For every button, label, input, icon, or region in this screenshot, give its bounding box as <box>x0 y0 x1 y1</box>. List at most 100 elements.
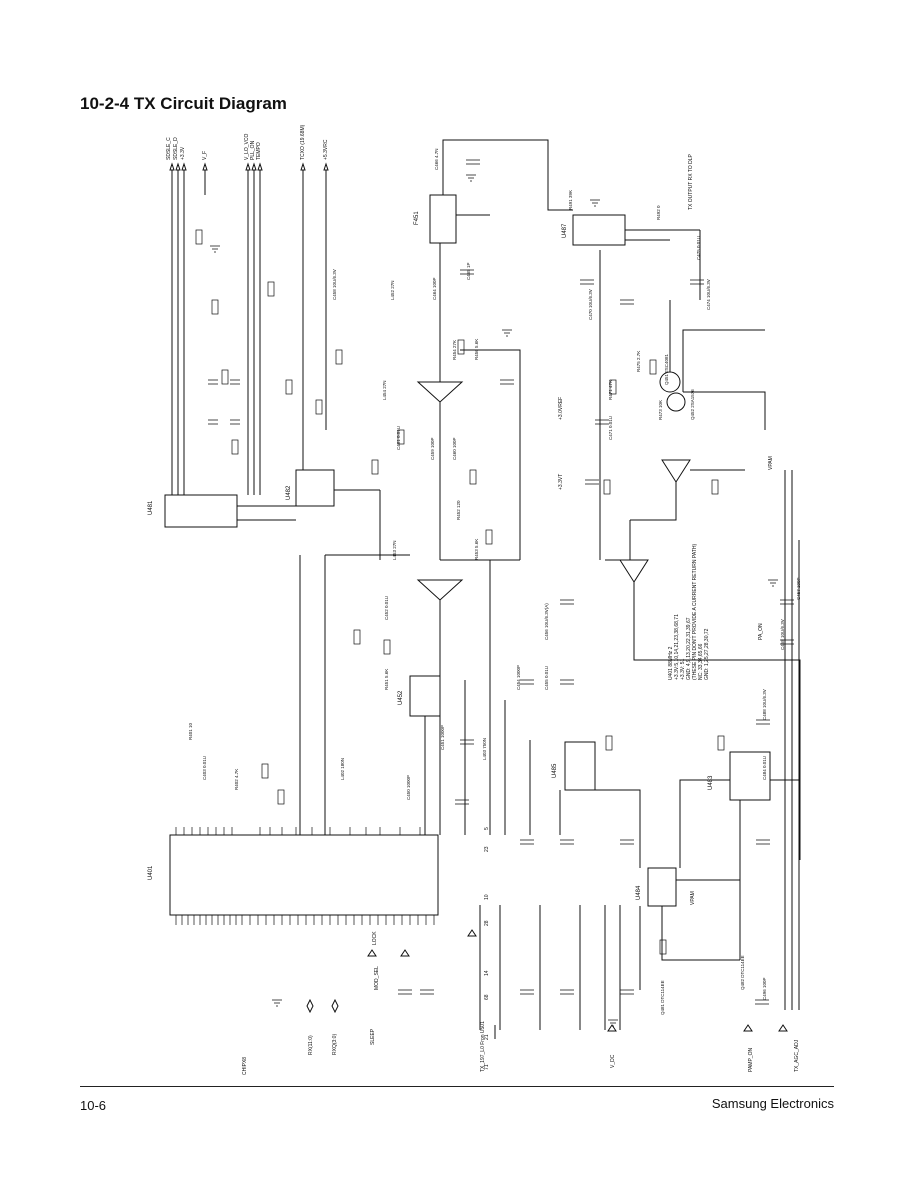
chip-u487 <box>572 214 626 246</box>
svg-text:R451 5.6K: R451 5.6K <box>384 669 389 690</box>
svg-text:SDSLE_D: SDSLE_D <box>173 137 179 160</box>
chip-u483 <box>729 751 771 801</box>
opamp-u486 <box>661 459 691 483</box>
page-title: 10-2-4 TX Circuit Diagram <box>80 94 287 113</box>
svg-text:U482: U482 <box>286 485 292 500</box>
svg-text:C403 0.01U: C403 0.01U <box>202 756 207 780</box>
amp-u451 <box>416 579 464 601</box>
svg-text:C455 0.01U: C455 0.01U <box>544 666 549 690</box>
svg-text:+3.3V: 51: +3.3V: 51 <box>680 658 686 680</box>
svg-text:RXQ(3:0): RXQ(3:0) <box>332 1034 338 1055</box>
bottom-connectors <box>306 929 788 1039</box>
svg-text:+5.3VRC: +5.3VRC <box>323 139 329 160</box>
svg-text:+3.3VT: +3.3VT <box>558 474 564 490</box>
svg-text:Q451 2SC4081: Q451 2SC4081 <box>664 353 669 385</box>
svg-text:V_DC: V_DC <box>610 1054 616 1068</box>
svg-text:14: 14 <box>484 970 490 976</box>
svg-text:U401 88MHz 2: U401 88MHz 2 <box>668 646 674 680</box>
power-notes: U401 88MHz 2 +3.3V:5,10,14,21,23,38,68,7… <box>668 544 710 680</box>
svg-text:23: 23 <box>484 846 490 852</box>
opamp-u4862 <box>619 559 649 583</box>
svg-text:R491 39K: R491 39K <box>568 190 573 210</box>
svg-text:SLEEP: SLEEP <box>370 1028 376 1045</box>
svg-text:R402 4.7K: R402 4.7K <box>234 769 239 790</box>
svg-text:U481: U481 <box>148 500 154 515</box>
svg-text:C496 100P: C496 100P <box>762 977 767 1000</box>
svg-text:(THESE PIN DON'T PROVIDE A CUR: (THESE PIN DON'T PROVIDE A CURRENT RETUR… <box>692 544 698 680</box>
svg-text:71: 71 <box>484 1064 490 1070</box>
component-labels: R401 10 C403 0.01U R402 4.7K C450 1000P … <box>188 148 801 1015</box>
svg-text:U483: U483 <box>708 775 714 790</box>
svg-text:68: 68 <box>484 994 490 1000</box>
svg-text:28: 28 <box>484 920 490 926</box>
svg-text:LOCK: LOCK <box>372 931 378 945</box>
svg-text:L452 27N: L452 27N <box>390 280 395 300</box>
svg-text:C450 1000P: C450 1000P <box>406 775 411 800</box>
svg-text:R456 5.6K: R456 5.6K <box>474 339 479 360</box>
wiring <box>237 139 801 1030</box>
svg-text:VPAM: VPAM <box>690 891 696 905</box>
svg-text:R452 120: R452 120 <box>456 500 461 520</box>
svg-text:V_LO_VCO: V_LO_VCO <box>244 133 250 160</box>
svg-text:TX_AGC_ADJ: TX_AGC_ADJ <box>794 1039 800 1072</box>
chip-u452 <box>409 675 441 717</box>
passive-components <box>195 229 725 955</box>
svg-text:C459 100P: C459 100P <box>430 437 435 460</box>
svg-text:C466 4.7N: C466 4.7N <box>434 148 439 170</box>
svg-text:C456 10U/6.3V(A): C456 10U/6.3V(A) <box>544 603 549 640</box>
capacitor-stacks <box>208 159 794 1005</box>
footer-divider <box>80 1086 834 1087</box>
svg-text:R492 0: R492 0 <box>656 205 661 220</box>
svg-text:NC: 33,34,65,66: NC: 33,34,65,66 <box>698 643 704 680</box>
svg-text:L453 27N: L453 27N <box>392 540 397 560</box>
svg-text:V_F: V_F <box>202 151 208 160</box>
svg-text:Q452 2SA1576: Q452 2SA1576 <box>690 389 695 420</box>
svg-text:L402 180N: L402 180N <box>340 758 345 780</box>
svg-text:C471 0.01U: C471 0.01U <box>608 416 613 440</box>
svg-text:U485: U485 <box>552 763 558 778</box>
svg-text:GND: 4,9,13,20,22,31,39,67: GND: 4,9,13,20,22,31,39,67 <box>686 617 692 680</box>
svg-text:TX_197_L0 Fron U501: TX_197_L0 Fron U501 <box>480 1021 486 1072</box>
chip-u485 <box>564 741 596 791</box>
svg-text:C457 100P: C457 100P <box>796 577 801 600</box>
svg-text:C465 1P: C465 1P <box>466 262 471 280</box>
svg-text:5: 5 <box>484 827 490 830</box>
chip-u401-label: U401 <box>148 865 154 880</box>
svg-text:TCXO (19.68M): TCXO (19.68M) <box>300 124 306 160</box>
svg-text:U487: U487 <box>562 223 568 238</box>
svg-text:21: 21 <box>484 1034 490 1040</box>
svg-text:C460 100P: C460 100P <box>452 437 457 460</box>
svg-text:TEMPO: TEMPO <box>256 142 262 160</box>
top-connectors <box>169 162 329 171</box>
svg-text:C474 10U/6.3V: C474 10U/6.3V <box>706 279 711 310</box>
svg-text:MOD_SEL: MOD_SEL <box>374 966 380 990</box>
svg-text:SDSLE_C: SDSLE_C <box>166 137 172 160</box>
svg-text:U452: U452 <box>398 690 404 705</box>
svg-text:+3.3V: +3.3V <box>180 146 186 160</box>
svg-text:R471 47K: R471 47K <box>608 380 613 400</box>
svg-text:F451: F451 <box>414 211 420 225</box>
u401-pins <box>175 827 435 925</box>
svg-text:C458 10U/6.3V: C458 10U/6.3V <box>780 619 785 650</box>
svg-text:PLL_ON: PLL_ON <box>250 140 256 160</box>
svg-text:C454 1000P: C454 1000P <box>516 665 521 690</box>
svg-text:Q482 DTC114EE: Q482 DTC114EE <box>740 955 745 990</box>
svg-text:C488 10U/6.3V: C488 10U/6.3V <box>762 689 767 720</box>
svg-text:+3.3V:5,10,14,21,23,38,68,71: +3.3V:5,10,14,21,23,38,68,71 <box>674 614 680 680</box>
svg-text:L403 750N: L403 750N <box>482 738 487 760</box>
transistor-q451 <box>659 371 681 393</box>
svg-text:C458 10U/6.3V: C458 10U/6.3V <box>332 269 337 300</box>
svg-text:TX OUTPUT RX TO DLP: TX OUTPUT RX TO DLP <box>688 153 694 210</box>
filter-f451 <box>429 194 457 244</box>
svg-text:C452 0.01U: C452 0.01U <box>384 596 389 620</box>
svg-text:GND: 1,25,27,28,30,72: GND: 1,25,27,28,30,72 <box>704 628 710 680</box>
svg-text:CHIPX8: CHIPX8 <box>242 1057 248 1075</box>
brand-name: Samsung Electronics <box>711 1096 834 1111</box>
transistor-q452 <box>666 392 686 412</box>
svg-text:C451 1000P: C451 1000P <box>440 725 445 750</box>
svg-text:+3.0VREF: +3.0VREF <box>558 397 564 420</box>
svg-text:R454 27K: R454 27K <box>452 340 457 360</box>
svg-text:10: 10 <box>484 894 490 900</box>
chip-u484 <box>647 867 677 907</box>
